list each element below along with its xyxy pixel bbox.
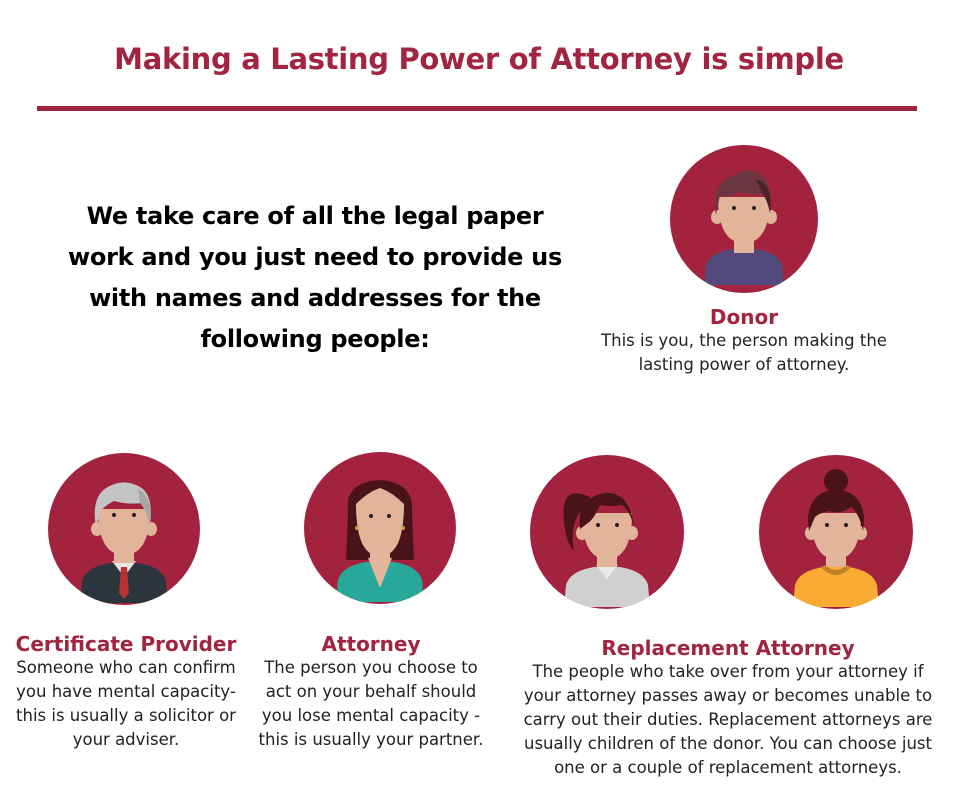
donor-description: This is you, the person making the lasti… xyxy=(601,331,887,374)
attorney-description: The person you choose to act on your beh… xyxy=(258,658,484,749)
replacement-attorney-heading: Replacement Attorney xyxy=(601,636,855,660)
donor-heading: Donor xyxy=(709,305,779,329)
certificate-provider-section: Certificate Provider Someone who can con… xyxy=(10,632,242,752)
donor-avatar-icon xyxy=(670,145,818,293)
attorney-heading: Attorney xyxy=(321,632,421,656)
intro-text: We take care of all the legal paper work… xyxy=(68,202,562,353)
replacement-attorney-section: Replacement Attorney The people who take… xyxy=(508,636,948,780)
replacement-attorney-bun-avatar-icon xyxy=(759,455,913,609)
donor-section: Donor This is you, the person making the… xyxy=(584,305,904,377)
attorney-section: Attorney The person you choose to act on… xyxy=(250,632,492,752)
certificate-provider-description: Someone who can confirm you have mental … xyxy=(16,658,236,749)
title-divider xyxy=(37,106,917,111)
replacement-attorney-ponytail-avatar-icon xyxy=(530,455,684,609)
replacement-attorney-description: The people who take over from your attor… xyxy=(523,662,933,777)
certificate-provider-avatar-icon xyxy=(48,453,200,605)
attorney-avatar-icon xyxy=(304,452,456,604)
page-title: Making a Lasting Power of Attorney is si… xyxy=(114,42,844,76)
certificate-provider-heading: Certificate Provider xyxy=(15,632,237,656)
